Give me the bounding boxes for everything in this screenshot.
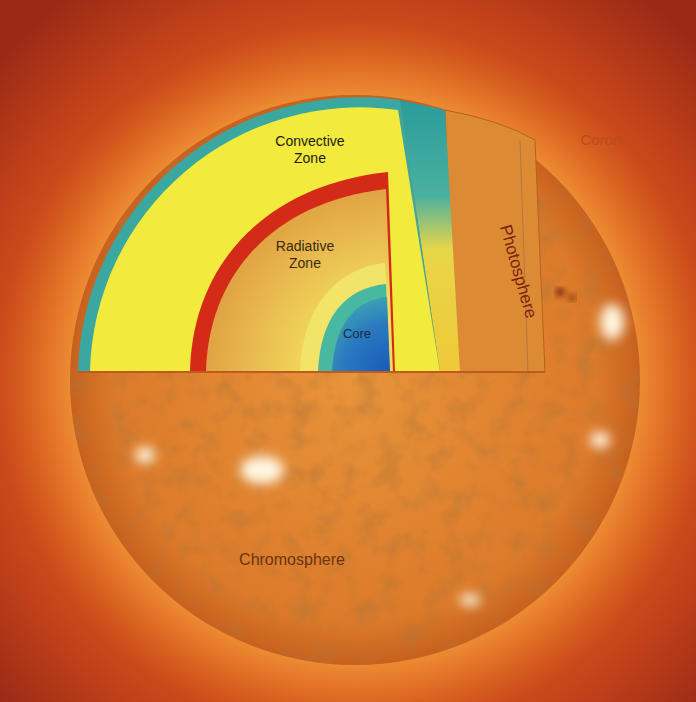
layer-label: Corona: [580, 131, 629, 150]
zone-label: Convective Zone: [263, 133, 358, 168]
layer-label: Chromosphere: [239, 550, 345, 570]
zone-label: Core: [343, 326, 371, 342]
zone-label: Radiative Zone: [265, 238, 345, 273]
